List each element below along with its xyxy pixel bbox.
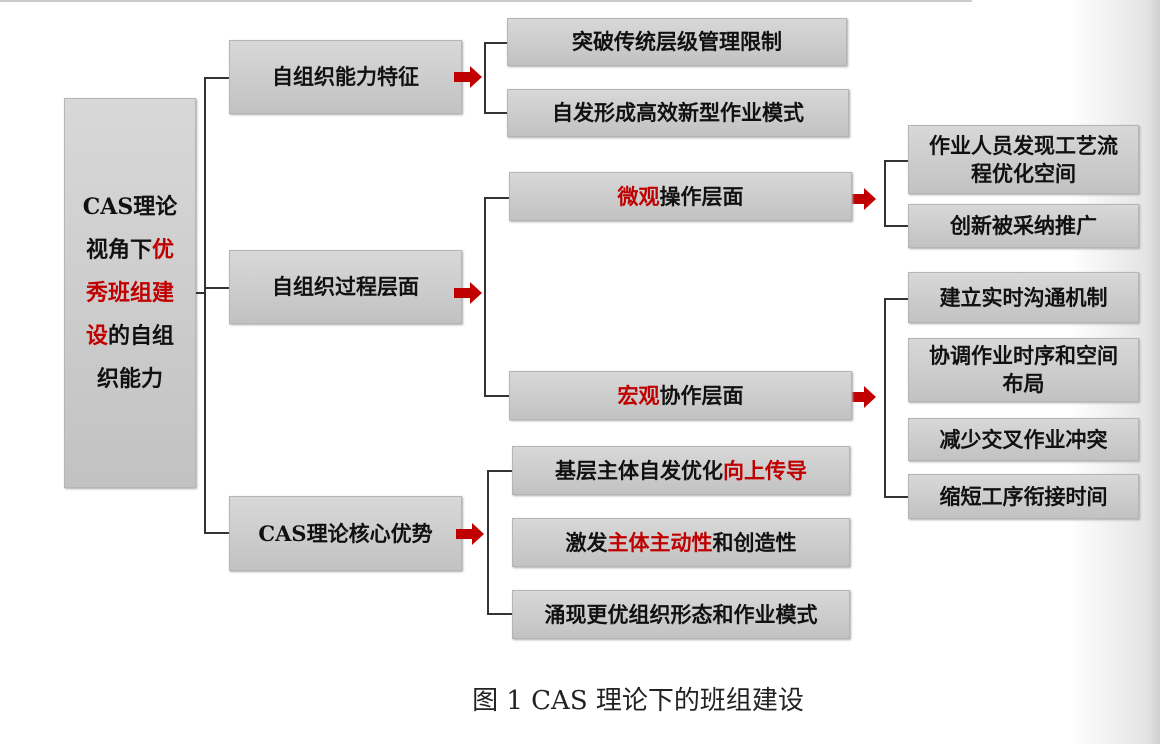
connector (484, 112, 507, 114)
item-label: 协调作业时序和空间布局 (929, 343, 1118, 396)
node-advantages: CAS理论核心优势 (229, 496, 462, 571)
root-text-highlight: 秀班组建 (85, 279, 174, 306)
divider (0, 0, 972, 2)
advantage-item: 基层主体自发优化向上传导 (512, 446, 850, 495)
root-text: 织能力 (96, 365, 163, 392)
node-label: 自组织过程层面 (272, 274, 419, 299)
connector (484, 42, 486, 114)
item-label: 和创造性 (712, 529, 797, 555)
connector (196, 292, 205, 294)
right-arrow-icon (848, 188, 876, 210)
node-label: CAS理论核心优势 (258, 520, 433, 546)
right-arrow-icon (456, 523, 484, 545)
item-label: 基层主体自发优化 (555, 457, 723, 483)
node-label: 自组织能力特征 (272, 64, 419, 89)
item-label: 突破传统层级管理限制 (572, 29, 782, 54)
connector (884, 160, 908, 162)
connector (484, 197, 509, 199)
root-text: 的自组 (108, 322, 175, 349)
connector (484, 395, 509, 397)
node-features: 自组织能力特征 (229, 40, 462, 114)
connector (204, 532, 229, 534)
node-macro: 宏观协作层面 (509, 371, 852, 420)
root-text-highlight: 优 (152, 236, 175, 263)
advantage-item: 涌现更优组织形态和作业模式 (512, 590, 850, 639)
connector (487, 470, 512, 472)
node-label: 协作层面 (659, 382, 744, 408)
micro-item: 创新被采纳推广 (908, 204, 1139, 248)
right-arrow-icon (454, 282, 482, 304)
highlight-text: 微观 (617, 183, 660, 209)
item-label: 自发形成高效新型作业模式 (552, 100, 804, 125)
connector (204, 77, 229, 79)
connector (204, 287, 229, 289)
feature-item: 突破传统层级管理限制 (507, 18, 847, 66)
highlight-text: 向上传导 (723, 457, 807, 483)
macro-item: 建立实时沟通机制 (908, 272, 1139, 323)
item-label: 建立实时沟通机制 (939, 284, 1108, 310)
root-node: CAS理论 视角下优 秀班组建 设的自组 织能力 (64, 98, 196, 488)
advantage-item: 激发主体主动性和创造性 (512, 518, 850, 567)
item-label: 缩短工序衔接时间 (939, 483, 1108, 509)
connector (484, 197, 486, 397)
connector (487, 613, 512, 615)
item-label: 激发 (565, 529, 608, 555)
figure-caption: 图 1 CAS 理论下的班组建设 (472, 686, 804, 716)
node-process: 自组织过程层面 (229, 250, 462, 324)
connector (204, 77, 206, 534)
highlight-text: 主体主动性 (607, 529, 713, 555)
connector (484, 42, 507, 44)
macro-item: 协调作业时序和空间布局 (908, 338, 1139, 402)
node-label: 操作层面 (659, 183, 744, 209)
connector (884, 496, 908, 498)
root-text: 视角下 (85, 236, 152, 263)
root-text: CAS理论 (82, 193, 178, 220)
right-arrow-icon (848, 386, 876, 408)
connector (487, 470, 489, 615)
item-label: 涌现更优组织形态和作业模式 (544, 601, 818, 627)
connector (884, 225, 908, 227)
connector (884, 160, 886, 227)
macro-item: 减少交叉作业冲突 (908, 418, 1139, 461)
node-micro: 微观操作层面 (509, 172, 852, 221)
connector (884, 298, 908, 300)
highlight-text: 宏观 (617, 382, 660, 408)
micro-item: 作业人员发现工艺流程优化空间 (908, 125, 1139, 194)
macro-item: 缩短工序衔接时间 (908, 474, 1139, 519)
root-text-highlight: 设 (85, 322, 108, 349)
item-label: 减少交叉作业冲突 (939, 426, 1108, 452)
right-arrow-icon (454, 66, 482, 88)
feature-item: 自发形成高效新型作业模式 (507, 89, 849, 137)
item-label: 作业人员发现工艺流程优化空间 (929, 132, 1118, 186)
connector (884, 298, 886, 498)
item-label: 创新被采纳推广 (950, 213, 1097, 238)
